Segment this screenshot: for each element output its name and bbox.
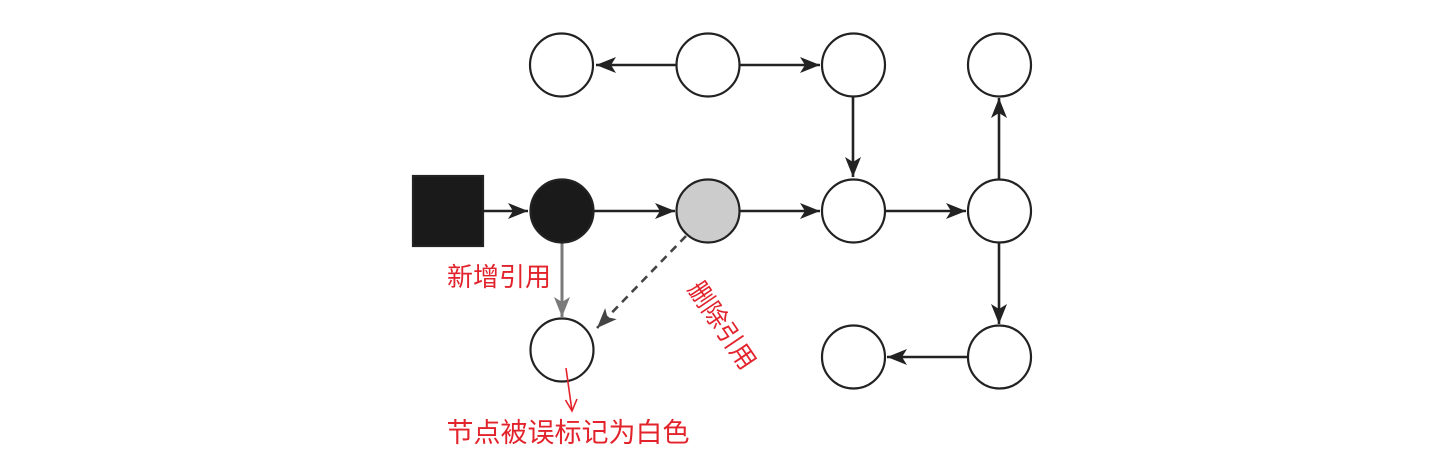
node-top-middle — [675, 32, 741, 98]
node-bottom-center — [820, 324, 887, 390]
label-added-reference: 新增引用 — [447, 263, 551, 293]
node-misjudged-white — [529, 317, 595, 383]
node-gray — [675, 178, 741, 244]
label-misjudged-node: 节点被误标记为白色 — [447, 418, 690, 449]
root-node — [411, 174, 485, 248]
label-removed-reference: 删除引用 — [682, 276, 762, 375]
misjudged-pointer-arrow — [564, 367, 578, 413]
node-top-right — [820, 32, 887, 98]
diagram-graph — [411, 32, 1033, 390]
pointer-shaft — [565, 367, 573, 412]
node-center — [820, 178, 887, 244]
node-black — [529, 178, 595, 244]
node-right — [966, 178, 1033, 244]
pointer-head — [564, 398, 578, 413]
node-bottom-far-right — [966, 324, 1033, 390]
node-top-left — [528, 32, 595, 98]
node-top-far-right — [966, 32, 1033, 98]
edge-removed-reference — [596, 235, 687, 329]
